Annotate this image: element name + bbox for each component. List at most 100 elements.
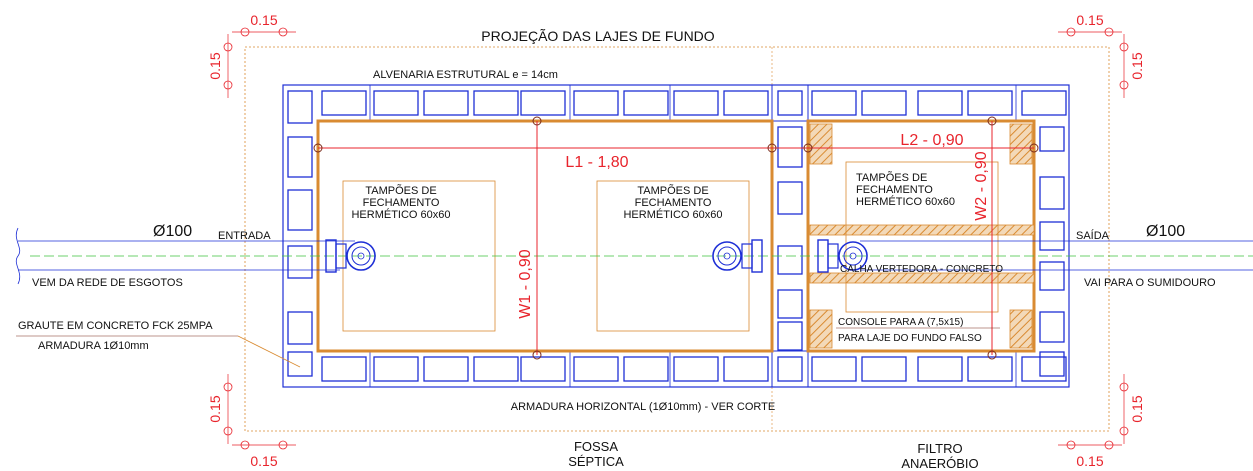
- w1-label: W1 - 0,90: [517, 249, 534, 318]
- masonry-block: [777, 356, 803, 382]
- dim-015-right-top: 0.15: [1129, 52, 1145, 79]
- masonry-block: [573, 90, 619, 116]
- armadura-horizontal-label: ARMADURA HORIZONTAL (1Ø10mm) - VER CORTE: [511, 401, 775, 413]
- masonry-block: [1039, 176, 1065, 210]
- masonry-block: [673, 90, 719, 116]
- filtro-label-1: FILTRO: [917, 441, 962, 456]
- masonry-block: [287, 351, 313, 377]
- corner-dim-lines: [227, 31, 1125, 446]
- masonry-block: [423, 90, 469, 116]
- vem-label: VEM DA REDE DE ESGOTOS: [32, 277, 183, 289]
- tampoes-label-3: TAMPÕES DE FECHAMENTO HERMÉTICO 60x60: [856, 171, 955, 208]
- masonry-block: [1021, 90, 1067, 116]
- masonry-block: [917, 356, 963, 382]
- masonry-block: [1039, 126, 1065, 152]
- console-hatch-tr: [1009, 123, 1033, 165]
- fossa-lining: [316, 119, 774, 353]
- masonry-block: [520, 90, 566, 116]
- masonry-block: [623, 90, 669, 116]
- pipe-fitting-filtro: [817, 239, 868, 273]
- pipe-in-label: Ø100: [153, 223, 192, 240]
- tampoes-line: TAMPÕES DE: [856, 171, 927, 184]
- masonry-block: [777, 90, 803, 116]
- masonry-block: [373, 356, 419, 382]
- masonry-block: [777, 289, 803, 319]
- tampoes-line: FECHAMENTO: [856, 184, 933, 196]
- entrada-label: ENTRADA: [218, 230, 271, 242]
- console-label-2: PARA LAJE DO FUNDO FALSO: [838, 333, 982, 344]
- armadura-label: ARMADURA 1Ø10mm: [38, 340, 149, 352]
- tampoes-line: TAMPÕES DE: [365, 184, 436, 197]
- dim-015-bottom-right: 0.15: [1076, 453, 1103, 469]
- masonry-block: [473, 90, 519, 116]
- tampoes-label-2: TAMPÕES DE FECHAMENTO HERMÉTICO 60x60: [623, 184, 722, 221]
- pipe-break-left: [15, 227, 21, 285]
- masonry-block: [573, 356, 619, 382]
- l1-label: L1 - 1,80: [565, 154, 628, 171]
- masonry-block: [473, 356, 519, 382]
- dim-015-right-bottom: 0.15: [1129, 395, 1145, 422]
- masonry-block: [1021, 356, 1067, 382]
- tampoes-line: FECHAMENTO: [635, 197, 712, 209]
- masonry-blocks: [287, 85, 1067, 387]
- masonry-block: [777, 321, 803, 351]
- graute-leader-diag: [237, 335, 301, 368]
- masonry-block: [623, 356, 669, 382]
- masonry-block: [811, 90, 857, 116]
- dim-015-left-bottom: 0.15: [207, 395, 223, 422]
- l2-label: L2 - 0,90: [900, 132, 963, 149]
- masonry-block: [777, 181, 803, 215]
- saida-label: SAÍDA: [1076, 229, 1110, 242]
- masonry-block: [861, 356, 907, 382]
- dim-015-bottom-left: 0.15: [250, 453, 277, 469]
- masonry-block: [861, 90, 907, 116]
- masonry-block: [777, 126, 803, 168]
- dim-015-left-top: 0.15: [207, 52, 223, 79]
- tampoes-line: TAMPÕES DE: [637, 184, 708, 197]
- graute-label: GRAUTE EM CONCRETO FCK 25MPA: [18, 320, 213, 332]
- masonry-block: [423, 356, 469, 382]
- console-hatch-br: [1009, 309, 1033, 349]
- masonry-block: [723, 356, 769, 382]
- w2-label: W2 - 0,90: [973, 151, 990, 220]
- masonry-block: [287, 311, 313, 345]
- masonry-block: [811, 356, 857, 382]
- console-hatch-bl: [809, 309, 833, 349]
- alvenaria-label: ALVENARIA ESTRUTURAL e = 14cm: [373, 69, 558, 81]
- vai-label: VAI PARA O SUMIDOURO: [1084, 277, 1216, 289]
- calha-hatch-bottom: [809, 272, 1035, 284]
- masonry-block: [1039, 351, 1065, 377]
- masonry-block: [287, 245, 313, 279]
- masonry-block: [967, 356, 1013, 382]
- dim-markers: [313, 116, 1039, 360]
- masonry-block: [1039, 261, 1065, 291]
- pipe-out-label: Ø100: [1146, 223, 1185, 240]
- masonry-block: [917, 90, 963, 116]
- masonry-block: [1039, 311, 1065, 343]
- tampoes-label-1: TAMPÕES DE FECHAMENTO HERMÉTICO 60x60: [351, 184, 450, 221]
- masonry-block: [287, 90, 313, 124]
- slab-projection-outline: [244, 46, 1110, 432]
- dim-015-top-right: 0.15: [1076, 12, 1103, 28]
- masonry-block: [373, 90, 419, 116]
- calha-label: CALHA VERTEDORA - CONCRETO: [840, 264, 1003, 275]
- masonry-block: [967, 90, 1013, 116]
- tampoes-line: HERMÉTICO 60x60: [856, 195, 955, 208]
- pipe-fitting-middle: [712, 239, 763, 273]
- masonry-block: [321, 356, 367, 382]
- filtro-lining: [806, 119, 1036, 353]
- calha-hatch-top: [809, 224, 1035, 236]
- fossa-label-2: SÉPTICA: [568, 454, 624, 469]
- tampao-3: [845, 161, 999, 313]
- tampoes-line: HERMÉTICO 60x60: [623, 208, 722, 221]
- filtro-label-2: ANAERÓBIO: [901, 456, 978, 471]
- outer-wall: [282, 84, 1070, 388]
- masonry-block: [777, 245, 803, 275]
- masonry-block: [723, 90, 769, 116]
- masonry-block: [1039, 221, 1065, 251]
- masonry-block: [287, 189, 313, 231]
- masonry-block: [321, 90, 367, 116]
- console-hatch-tl: [809, 123, 833, 165]
- tampoes-line: FECHAMENTO: [363, 197, 440, 209]
